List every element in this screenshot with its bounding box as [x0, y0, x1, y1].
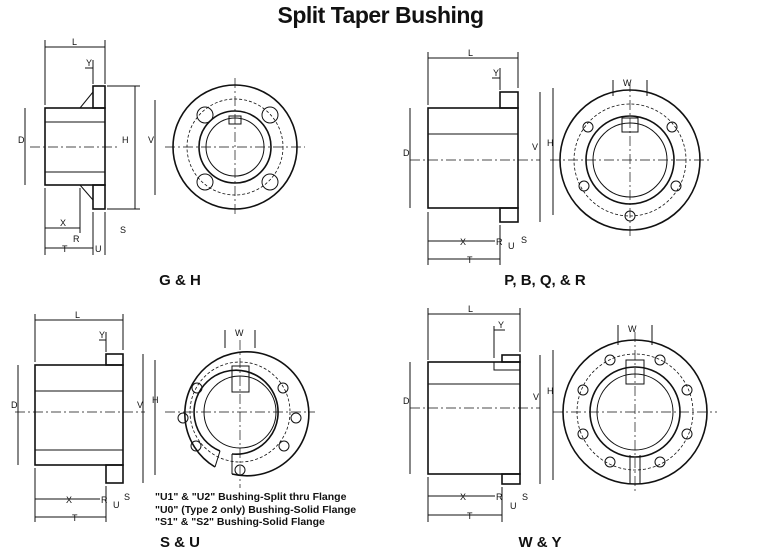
note-line: "U1" & "U2" Bushing-Split thru Flange [155, 491, 347, 503]
dim-U: U [113, 500, 120, 510]
dim-U: U [95, 244, 102, 254]
dim-R: R [101, 495, 108, 505]
dimensions-g-h: L Y D H V X R T U S [18, 37, 156, 255]
dim-H: H [547, 386, 554, 396]
dim-L: L [75, 310, 80, 320]
dimensions-w-y: L Y D V H X R T U S [403, 304, 554, 522]
diagram-s-u: L Y D V H X R T U S W [0, 300, 380, 530]
side-view [30, 85, 120, 210]
caption-g-h: G & H [159, 272, 201, 289]
dimensions-s-u: L Y D V H X R T U S [11, 310, 159, 523]
note-line: "S1" & "S2" Bushing-Solid Flange [155, 516, 325, 528]
dim-V: V [148, 135, 154, 145]
drawing-s-u: L Y D V H X R T U S W [11, 310, 315, 523]
dim-L: L [72, 37, 77, 47]
dim-X: X [60, 218, 66, 228]
dim-H: H [122, 135, 129, 145]
dim-W: W [623, 78, 632, 88]
dim-R: R [496, 237, 503, 247]
page-title: Split Taper Bushing [277, 2, 484, 28]
dimensions-p-b-q-r: L Y D V H X R T U S [403, 48, 554, 265]
end-view [165, 78, 305, 216]
dim-S: S [124, 492, 130, 502]
dim-X: X [460, 237, 466, 247]
end-view: W [553, 324, 717, 492]
diagram-p-b-q-r: L Y D V H X R T U S W [390, 0, 761, 290]
notes-block: "U1" & "U2" Bushing-Split thru Flange "U… [155, 491, 356, 529]
dim-D: D [403, 148, 410, 158]
dim-T: T [467, 255, 473, 265]
caption-p-b-q-r: P, B, Q, & R [504, 272, 586, 289]
note-line: "U0" (Type 2 only) Bushing-Solid Flange [155, 503, 357, 516]
dim-D: D [11, 400, 18, 410]
diagram-g-h: L Y D H V X R T U S [0, 0, 380, 290]
drawing-g-h: L Y D H V X R T U S [18, 37, 305, 255]
dim-Y: Y [498, 320, 504, 330]
dim-S: S [521, 235, 527, 245]
dim-Y: Y [86, 58, 92, 68]
dim-X: X [66, 495, 72, 505]
dim-L: L [468, 304, 473, 314]
dim-R: R [496, 492, 503, 502]
dim-S: S [120, 225, 126, 235]
dim-X: X [460, 492, 466, 502]
dim-Y: Y [99, 330, 105, 340]
end-view: W [550, 78, 710, 238]
dim-T: T [62, 244, 68, 254]
drawing-w-y: L Y D V H X R T U S W [403, 304, 717, 522]
dim-S: S [522, 492, 528, 502]
dim-D: D [18, 135, 25, 145]
end-view: W [165, 328, 315, 488]
caption-w-y: W & Y [518, 534, 562, 551]
caption-s-u: S & U [159, 534, 200, 551]
side-view [410, 91, 540, 223]
dim-H: H [547, 138, 554, 148]
dim-T: T [72, 513, 78, 523]
dim-V: V [137, 400, 143, 410]
side-view [15, 353, 145, 484]
diagram-w-y: L Y D V H X R T U S W [390, 300, 761, 530]
dim-U: U [510, 501, 517, 511]
dim-U: U [508, 241, 515, 251]
dim-Y: Y [493, 68, 499, 78]
dim-H: H [152, 395, 159, 405]
dim-V: V [533, 392, 539, 402]
dim-T: T [467, 511, 473, 521]
dim-R: R [73, 234, 80, 244]
dim-V: V [532, 142, 538, 152]
drawing-p-b-q-r: L Y D V H X R T U S W [403, 48, 710, 265]
dim-L: L [468, 48, 473, 58]
dim-W: W [628, 324, 637, 334]
side-view [410, 354, 540, 485]
dim-D: D [403, 396, 410, 406]
dim-W: W [235, 328, 244, 338]
